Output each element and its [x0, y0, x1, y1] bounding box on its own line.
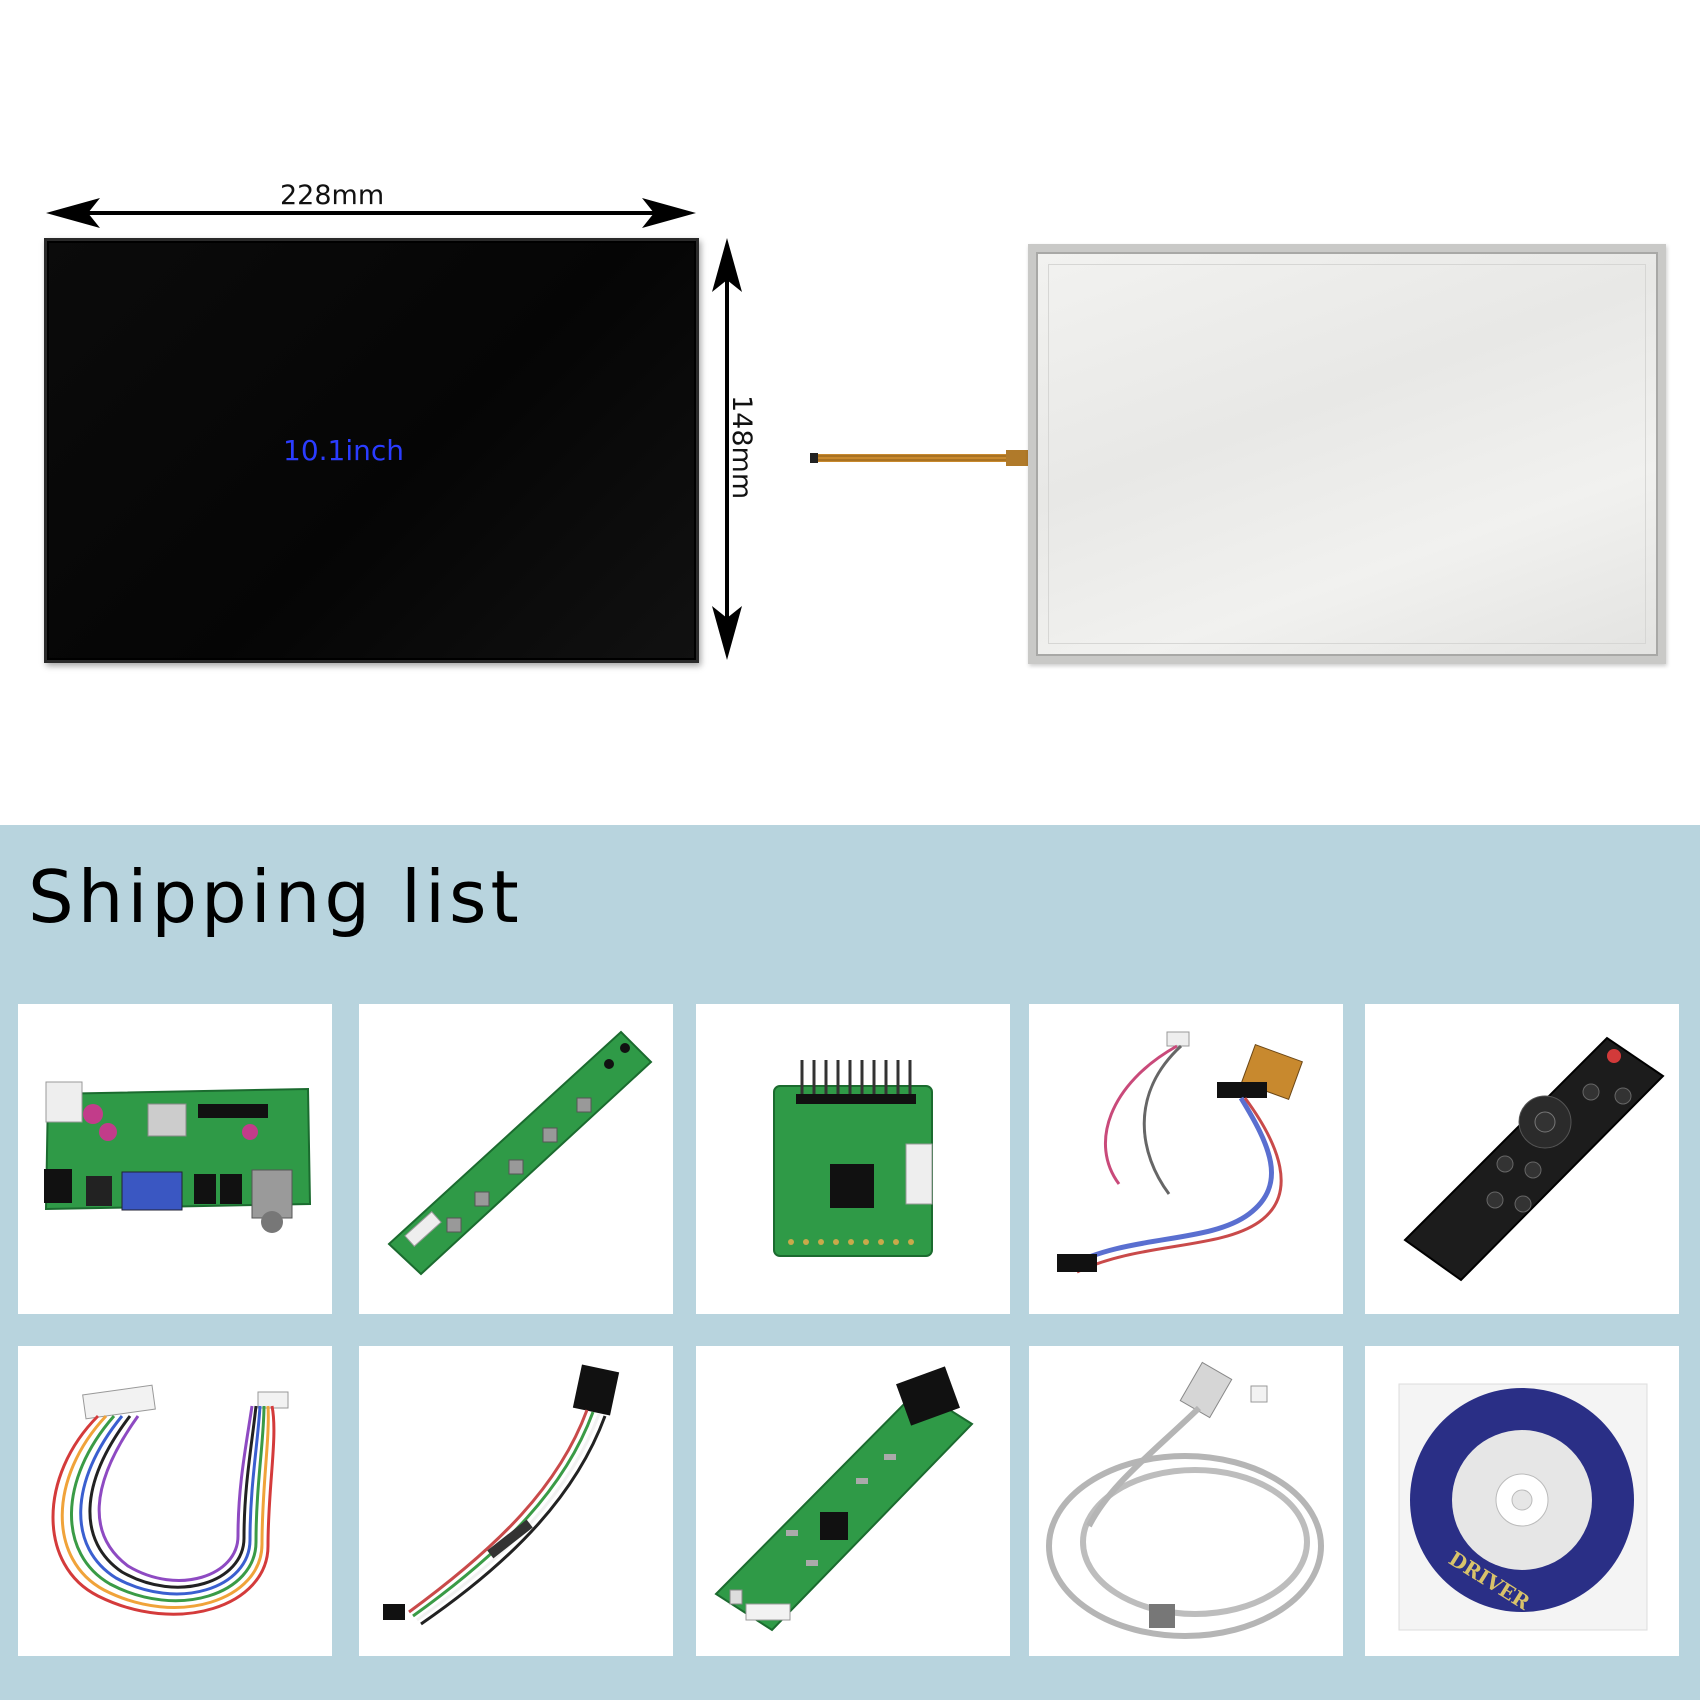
- driver-cd-icon: DRIVER: [1398, 1383, 1648, 1631]
- width-dimension-label: 228mm: [280, 180, 385, 211]
- shipping-item-inverter-board: [696, 1346, 1010, 1656]
- shipping-item-driver-cd: DRIVER: [1365, 1346, 1679, 1656]
- lcd-size-label: 10.1inch: [283, 434, 405, 467]
- touch-controller-board-icon: [773, 1060, 933, 1257]
- shipping-item-controller-board: [18, 1004, 332, 1314]
- remote-control-icon: [1403, 1036, 1665, 1282]
- shipping-item-remote-control: [1365, 1004, 1679, 1314]
- shipping-item-lvds-cable: [1029, 1004, 1343, 1314]
- height-dimension-label: 148mm: [720, 395, 765, 510]
- lvds-cable-icon: [1057, 1031, 1303, 1274]
- shipping-item-touch-controller-board: [696, 1004, 1010, 1314]
- lcd-panel-image: [44, 238, 699, 663]
- four-pin-cable-icon: [383, 1364, 620, 1626]
- controller-board-icon: [44, 1081, 312, 1233]
- height-dimension-text: 148mm: [726, 395, 757, 500]
- shipping-item-keypad-board: [359, 1004, 673, 1314]
- touch-panel-ribbon-cable: [810, 450, 1032, 466]
- touch-panel-image: [1028, 244, 1666, 664]
- shipping-item-wire-harness: [18, 1346, 332, 1656]
- wire-harness-icon: [51, 1384, 289, 1616]
- inverter-board-icon: [714, 1366, 974, 1632]
- shipping-list-title: Shipping list: [28, 855, 523, 939]
- keypad-board-icon: [387, 1030, 653, 1276]
- shipping-item-usb-cable: [1029, 1346, 1343, 1656]
- shipping-item-four-pin-cable: [359, 1346, 673, 1656]
- usb-cable-icon: [1046, 1361, 1324, 1639]
